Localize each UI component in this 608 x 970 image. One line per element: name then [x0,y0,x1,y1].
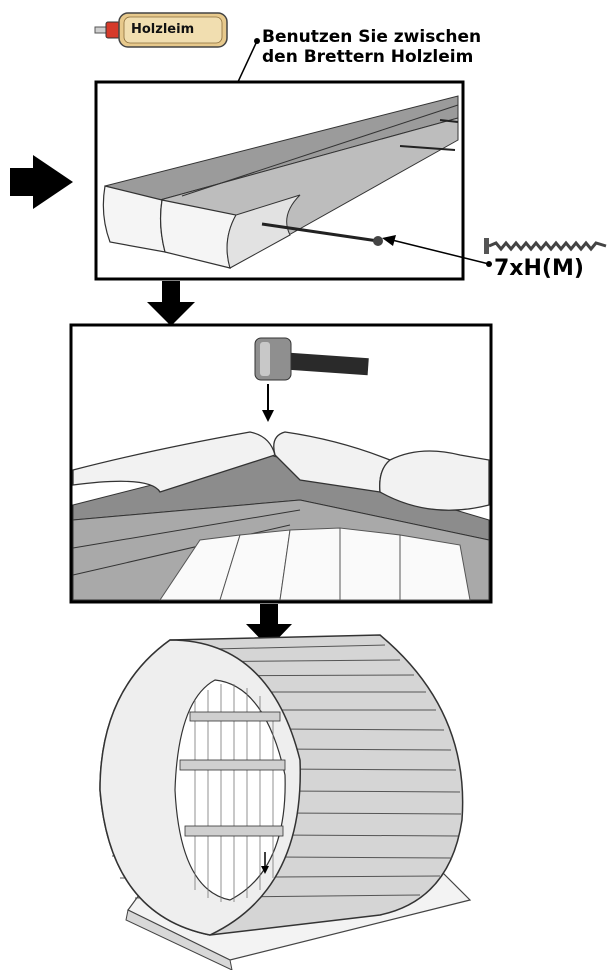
panel-board-glue [94,80,465,281]
glue-instruction-note: Benutzen Sie zwischen den Brettern Holzl… [262,27,481,67]
panel-hammer-boards [69,323,493,604]
arrow-right-icon [10,155,73,209]
screw-icon [484,238,607,254]
glue-note-line-2: den Brettern Holzleim [262,47,474,67]
glue-bottle-label: Holzleim [131,22,195,37]
arrow-down-icon [147,281,195,326]
glue-note-line-1: Benutzen Sie zwischen [262,27,482,47]
barrel-sauna-illustration [99,634,472,970]
screw-leader-line [391,239,490,265]
glue-bottle-icon [94,12,228,48]
screw-part-code: 7xH(M) [494,256,584,281]
arrow-down-icon [246,604,292,648]
